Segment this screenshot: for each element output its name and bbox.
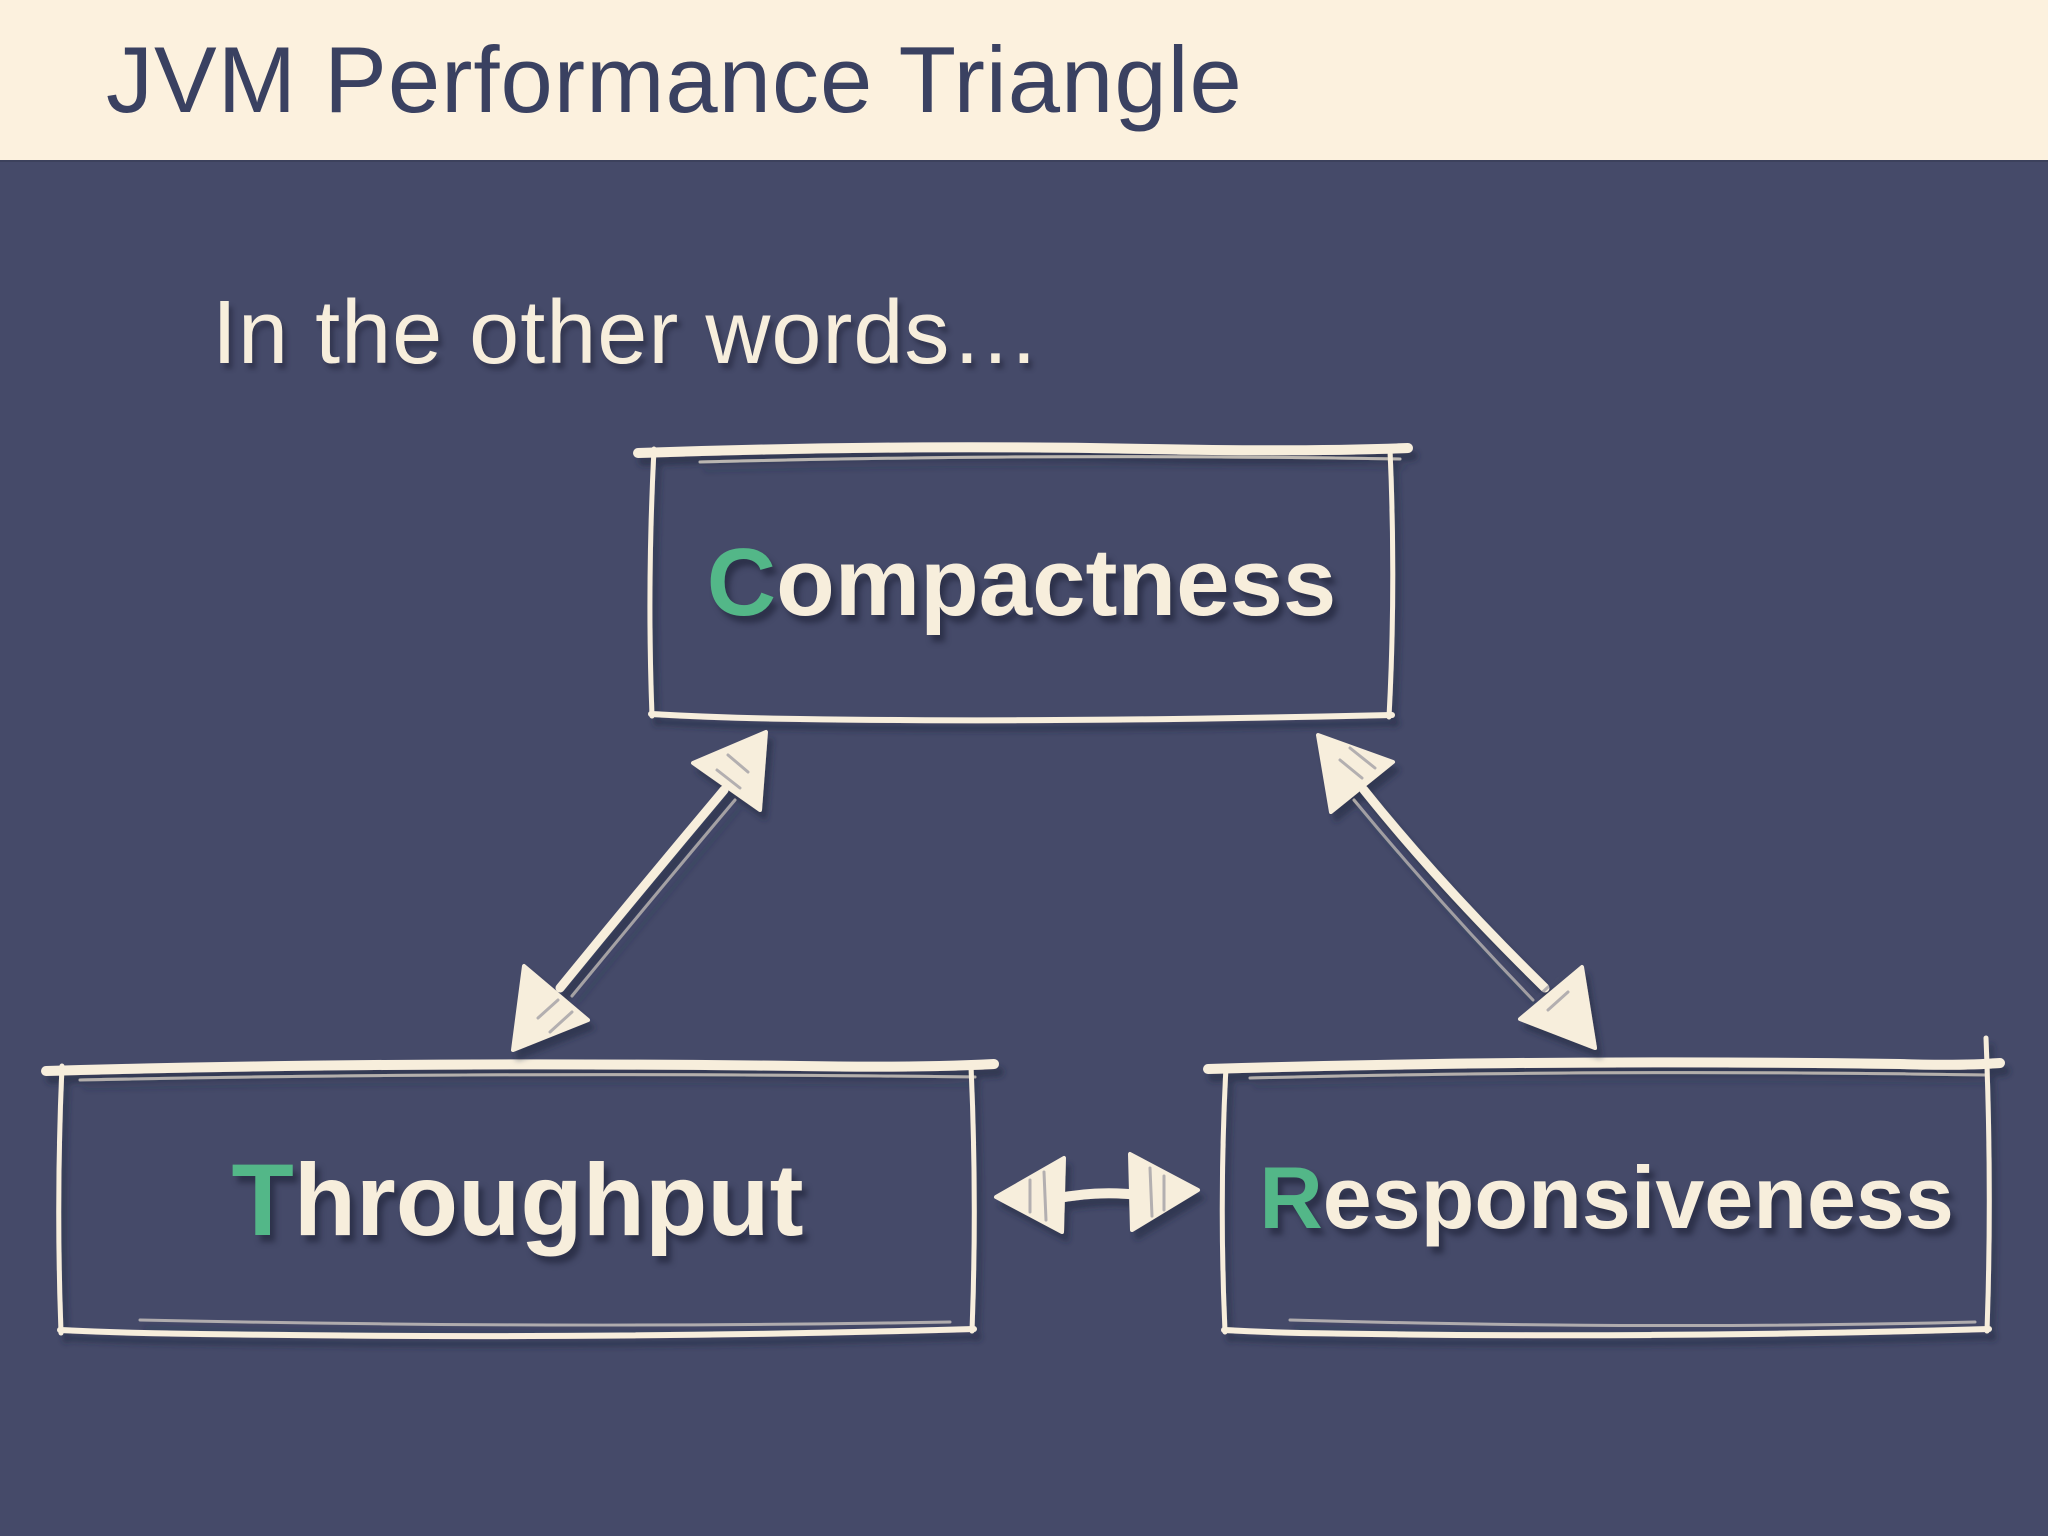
- node-throughput: Throughput: [60, 1065, 975, 1335]
- node-rest-letters: ompactness: [776, 528, 1337, 636]
- sketch-border-right: [1983, 1035, 1992, 1334]
- arrow-compactness-throughput: [511, 730, 768, 1052]
- sketch-border-bottom-double: [1288, 1318, 1977, 1328]
- sketch-border-top: [1203, 1057, 2005, 1074]
- arrow-shaft: [1359, 785, 1550, 993]
- slide-subtitle: In the other words…: [212, 283, 1042, 383]
- arrow-shaft: [555, 785, 729, 993]
- arrow-shaft-double: [570, 798, 737, 998]
- node-label-text: Compactness: [707, 534, 1337, 631]
- arrowhead-hatching: [1148, 1166, 1166, 1218]
- sketch-border-top: [41, 1059, 999, 1076]
- arrowhead-down-icon: [1518, 965, 1597, 1050]
- node-initial-letter: C: [706, 528, 777, 636]
- node-throughput-border: [41, 1059, 999, 1340]
- sketch-border-left: [647, 446, 657, 719]
- node-compactness: Compactness: [650, 447, 1393, 718]
- node-initial-letter: T: [231, 1143, 294, 1257]
- node-rest-letters: hroughput: [293, 1143, 804, 1257]
- node-compactness-border: [633, 442, 1413, 724]
- arrow-shaft: [1049, 1188, 1145, 1204]
- arrowhead-up-icon: [691, 730, 768, 812]
- node-rest-letters: esponsiveness: [1322, 1147, 1954, 1247]
- node-label-text: Responsiveness: [1259, 1153, 1954, 1242]
- arrowhead-hatching: [1534, 976, 1570, 1012]
- arrowhead-hatching: [1338, 746, 1377, 780]
- node-responsiveness: Responsiveness: [1223, 1063, 1990, 1332]
- arrowhead-hatching: [715, 753, 750, 790]
- slide-header: JVM Performance Triangle: [0, 0, 2048, 160]
- arrow-throughput-responsiveness: [994, 1152, 1200, 1234]
- sketch-border-top-double: [698, 455, 1402, 464]
- sketch-border-right: [968, 1063, 977, 1334]
- node-responsiveness-border: [1203, 1035, 2005, 1339]
- sketch-border-bottom: [648, 711, 1395, 724]
- sketch-border-left: [56, 1063, 65, 1336]
- sketch-border-left: [1219, 1063, 1229, 1335]
- sketch-border-top-double: [78, 1073, 977, 1082]
- arrow-compactness-responsiveness: [1316, 733, 1597, 1050]
- sketch-border-right: [1386, 447, 1396, 720]
- node-initial-letter: R: [1259, 1147, 1323, 1247]
- sketch-border-top-double: [1248, 1071, 1987, 1080]
- sketch-border-top: [633, 442, 1413, 458]
- arrow-shaft-double: [1352, 798, 1535, 1002]
- sketch-border-bottom-double: [138, 1318, 952, 1327]
- sketch-border-bottom: [57, 1326, 977, 1340]
- arrowhead-hatching: [1028, 1170, 1048, 1222]
- arrowhead-hatching: [536, 998, 574, 1034]
- node-label-text: Throughput: [231, 1149, 803, 1251]
- sketch-border-bottom: [1221, 1326, 1992, 1339]
- slide-title: JVM Performance Triangle: [106, 27, 1243, 132]
